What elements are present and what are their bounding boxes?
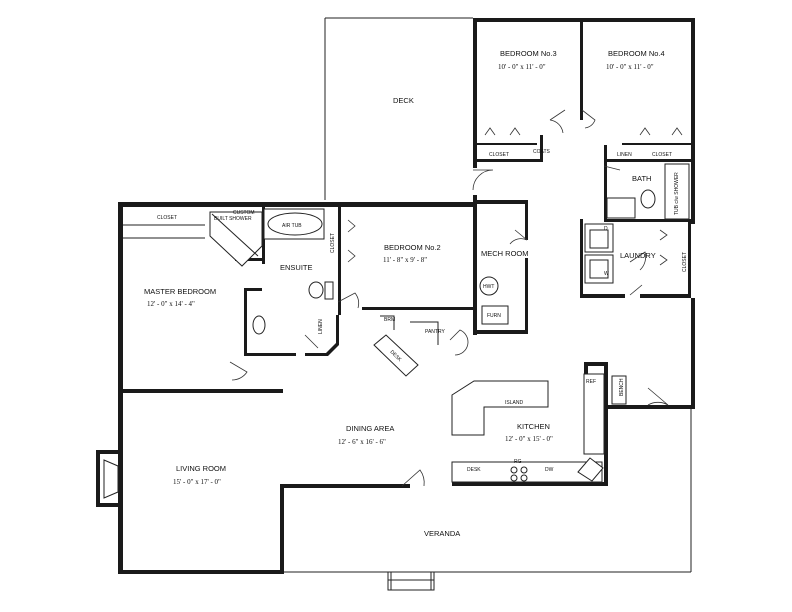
label-furn: FURN <box>487 313 501 319</box>
room-name-laundry: LAUNDRY <box>620 251 656 260</box>
room-dims-bedroom3: 10' - 0" x 11' - 0" <box>498 63 546 71</box>
room-dims-living: 15' - 0" x 17' - 0" <box>173 478 221 486</box>
label-closet-bedroom4: CLOSET <box>652 152 672 158</box>
room-name-veranda: VERANDA <box>424 529 460 538</box>
label-island: ISLAND <box>505 400 523 406</box>
walls <box>96 17 695 591</box>
label-tub-shower: TUB c/w SHOWER <box>674 172 680 215</box>
label-brm: BRM <box>384 317 395 323</box>
room-dims-master: 12' - 0" x 14' - 4" <box>147 300 195 308</box>
label-ref: REF <box>586 379 596 385</box>
label-custom-shower: CUSTOM <box>233 210 255 216</box>
label-closet-bedroom3: CLOSET <box>489 152 509 158</box>
room-dims-dining: 12' - 6" x 16' - 6" <box>338 438 386 446</box>
fixture-labels: CLOSET COATS LINEN CLOSET TUB c/w SHOWER… <box>157 149 688 473</box>
label-built-shower: BUILT SHOWER <box>214 216 252 222</box>
label-desk-kitchen: DESK <box>467 467 481 473</box>
room-dims-bedroom4: 10' - 0" x 11' - 0" <box>606 63 654 71</box>
room-name-living: LIVING ROOM <box>176 464 226 473</box>
label-hwt: HWT <box>483 284 494 290</box>
label-air-tub: AIR TUB <box>282 223 302 229</box>
door-swings <box>229 109 683 487</box>
label-closet-bedroom2: CLOSET <box>330 233 336 253</box>
room-name-ensuite: ENSUITE <box>280 263 313 272</box>
label-coats: COATS <box>533 149 551 155</box>
label-range: RG <box>514 459 522 465</box>
label-dishwasher: DW <box>545 467 554 473</box>
room-labels: DECK BEDROOM No.3 10' - 0" x 11' - 0" BE… <box>144 49 665 538</box>
label-closet-laundry: CLOSET <box>682 252 688 272</box>
room-name-bedroom4: BEDROOM No.4 <box>608 49 665 58</box>
room-name-kitchen: KITCHEN <box>517 422 550 431</box>
room-name-dining: DINING AREA <box>346 424 394 433</box>
room-name-master: MASTER BEDROOM <box>144 287 216 296</box>
room-name-bedroom3: BEDROOM No.3 <box>500 49 557 58</box>
room-dims-bedroom2: 11' - 8" x 9' - 8" <box>383 256 427 264</box>
label-dryer: D <box>604 226 608 232</box>
room-name-bath: BATH <box>632 174 651 183</box>
label-linen-bath: LINEN <box>617 152 632 158</box>
label-bench: BENCH <box>619 378 625 396</box>
fixtures <box>103 163 690 499</box>
label-linen-ensuite: LINEN <box>318 319 324 334</box>
room-name-bedroom2: BEDROOM No.2 <box>384 243 441 252</box>
room-name-mech: MECH ROOM <box>481 249 529 258</box>
room-dims-kitchen: 12' - 0" x 15' - 0" <box>505 435 553 443</box>
label-closet-master: CLOSET <box>157 215 177 221</box>
room-name-deck: DECK <box>393 96 414 105</box>
label-washer: W <box>604 271 609 277</box>
label-pantry: PANTRY <box>425 329 445 335</box>
